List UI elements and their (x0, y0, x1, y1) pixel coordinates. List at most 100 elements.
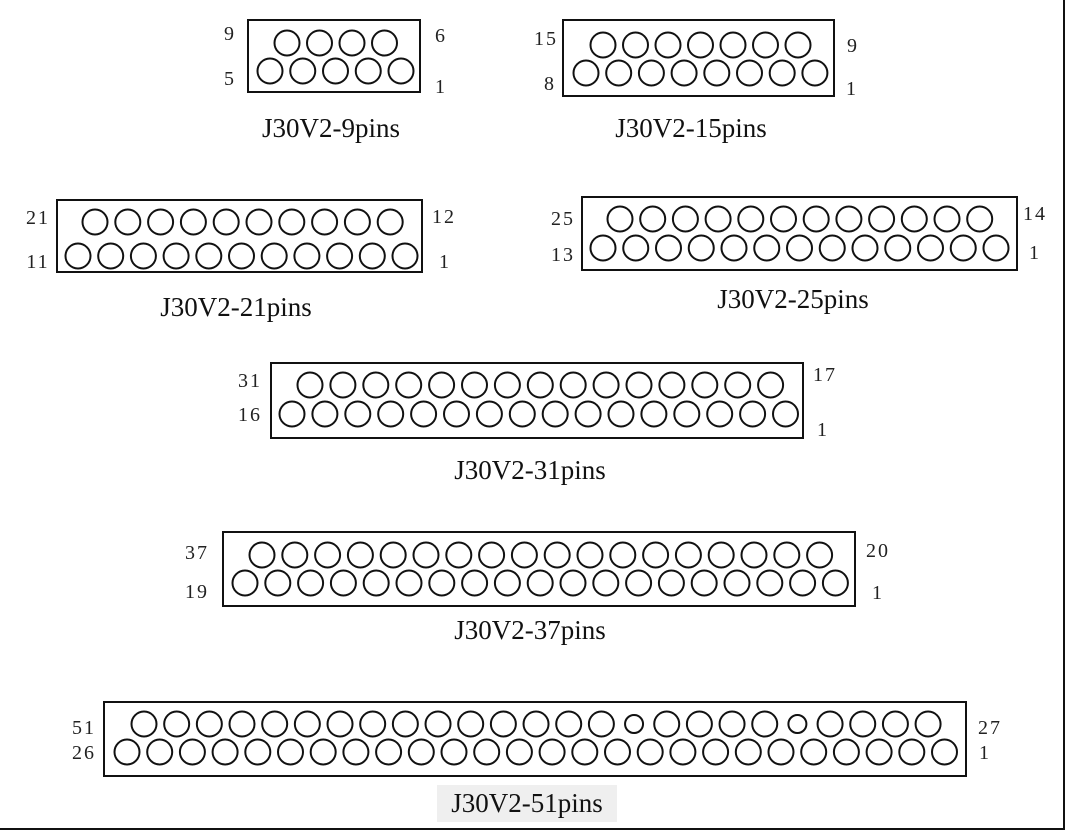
pin-hole (264, 569, 292, 597)
pin-number-top-right: 14 (1023, 203, 1047, 225)
pin-hole (884, 234, 912, 262)
pin-hole (559, 569, 587, 597)
pin-hole (802, 205, 830, 233)
pin-hole (375, 738, 403, 766)
pin-hole (865, 738, 893, 766)
pin-hole (772, 400, 799, 428)
pin-hole (555, 710, 583, 738)
pin-hole (260, 242, 288, 270)
pin-hole (162, 242, 190, 270)
pin-hole (443, 400, 470, 428)
connector-caption: J30V2-25pins (717, 284, 869, 314)
pin-hole (821, 569, 849, 597)
pin-hole (851, 234, 879, 262)
pin-hole (571, 738, 599, 766)
pin-hole (245, 208, 273, 236)
pin-hole (195, 242, 223, 270)
pin-number-top-right: 12 (432, 206, 456, 228)
pin-hole (478, 541, 506, 569)
pin-hole (211, 738, 239, 766)
pin-hole (277, 738, 304, 766)
pin-hole (346, 541, 374, 569)
connector-shell (103, 701, 967, 777)
pin-hole (297, 569, 325, 597)
pin-hole (625, 569, 653, 597)
pin-hole (723, 569, 751, 597)
pin-number-top-left: 15 (534, 28, 558, 50)
pin-hole (228, 710, 256, 738)
pin-hole (687, 234, 715, 262)
pin-hole (306, 29, 333, 57)
pin-hole (737, 205, 765, 233)
pin-hole (933, 205, 961, 233)
pin-hole (293, 242, 321, 270)
pin-hole (212, 208, 240, 236)
pin-hole (358, 242, 386, 270)
pin-hole (589, 234, 617, 262)
pin-hole (671, 205, 699, 233)
pin-number-top-right: 9 (847, 35, 859, 57)
pin-number-top-left: 9 (224, 23, 236, 45)
pin-hole (642, 541, 670, 569)
pin-hole (309, 738, 337, 766)
pin-hole (917, 234, 944, 262)
pin-hole (576, 541, 604, 569)
pin-hole (914, 710, 942, 738)
connector-shell (222, 531, 856, 607)
pin-hole (326, 710, 354, 738)
pin-number-top-right: 6 (435, 25, 447, 47)
pin-number-bottom-right: 1 (979, 742, 991, 764)
pin-hole (704, 205, 732, 233)
pin-number-top-right: 27 (978, 717, 1002, 739)
pin-number-bottom-right: 1 (435, 76, 447, 98)
pin-number-top-left: 25 (551, 208, 575, 230)
pin-hole (428, 569, 456, 597)
pin-hole (278, 208, 306, 236)
pin-hole (739, 400, 767, 428)
pin-hole (559, 371, 587, 399)
pin-hole (493, 371, 521, 399)
pin-hole (338, 29, 366, 57)
pin-hole (702, 738, 730, 766)
pin-hole (387, 57, 415, 85)
connector-caption: J30V2-31pins (454, 455, 606, 485)
pin-hole (326, 242, 354, 270)
pin-hole (362, 569, 390, 597)
pin-hole (261, 710, 289, 738)
pin-hole (461, 371, 488, 399)
pin-hole (359, 710, 387, 738)
pin-hole (256, 57, 284, 85)
pin-hole (146, 738, 174, 766)
pin-hole (654, 31, 682, 59)
pin-hole (457, 710, 485, 738)
pin-hole (801, 59, 829, 87)
pin-hole (622, 31, 649, 59)
connector-shell (270, 362, 804, 439)
pin-number-top-left: 31 (238, 370, 262, 392)
pin-hole (592, 371, 620, 399)
pin-hole (789, 569, 817, 597)
connector-caption: J30V2-51pins (451, 788, 603, 818)
pin-hole (311, 400, 339, 428)
pin-hole (784, 31, 812, 59)
pin-hole (354, 57, 382, 85)
pin-hole (248, 541, 276, 569)
pin-hole (371, 29, 398, 57)
pin-hole (163, 710, 191, 738)
pin-hole (293, 710, 321, 738)
pin-hole-small (787, 714, 808, 734)
pin-hole (543, 541, 571, 569)
pin-hole (768, 59, 796, 87)
pin-hole (639, 205, 667, 233)
pin-hole (329, 371, 357, 399)
pin-hole (505, 738, 533, 766)
pin-hole (510, 541, 538, 569)
pin-hole (685, 710, 713, 738)
pin-hole (816, 710, 844, 738)
pin-hole (832, 738, 860, 766)
pin-hole (587, 710, 615, 738)
pin-hole (113, 738, 141, 766)
